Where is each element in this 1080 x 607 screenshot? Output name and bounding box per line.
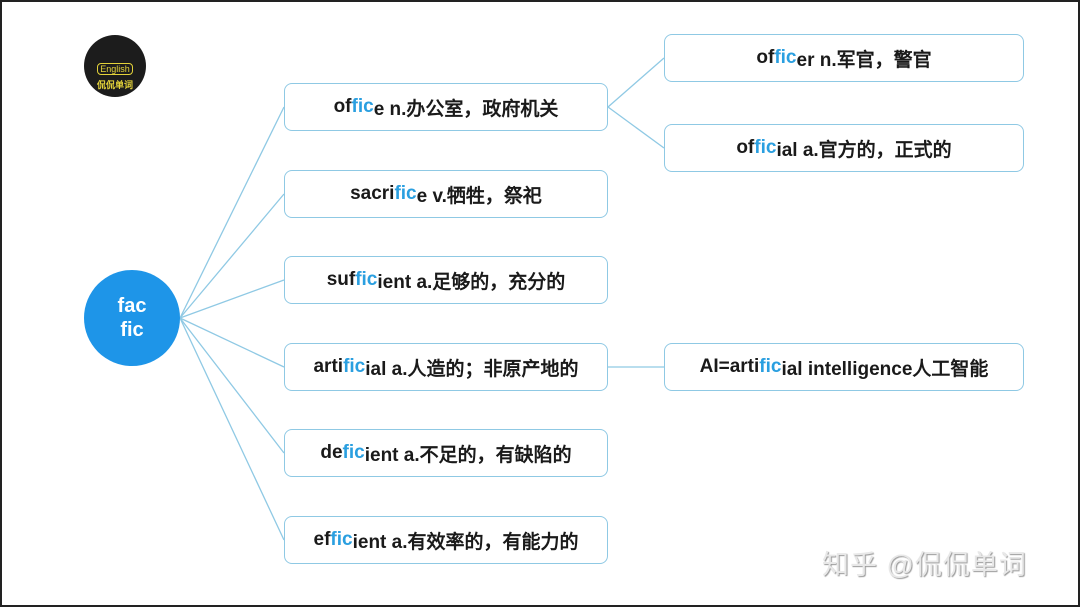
word-suffix: ient a.足够的，充分的 [377,271,566,293]
root-highlight: fic [774,47,797,68]
connector [179,317,285,454]
brand-logo: English 侃侃单词 [84,35,146,97]
word-prefix: ef [313,529,331,550]
logo-name: 侃侃单词 [96,80,133,90]
word-suffix: e n.办公室，政府机关 [373,98,559,120]
word-prefix: suf [326,269,356,290]
word-prefix: sacri [350,183,395,204]
root-line-2: fic [120,319,144,341]
root-highlight: fic [343,356,366,377]
root-highlight: fic [394,183,417,204]
word-suffix: er n.军官，警官 [796,49,932,71]
root-highlight: fic [342,442,365,463]
word-suffix: ial a.人造的；非原产地的 [365,358,579,380]
word-suffix: ial intelligence人工智能 [781,358,989,380]
connector [179,317,285,368]
watermark: 知乎 @侃侃单词 [822,550,1027,580]
root-line-1: fac [117,295,147,317]
connector [607,57,665,108]
word-suffix: ial a.官方的，正式的 [776,139,952,161]
word-suffix: ient a.有效率的，有能力的 [352,531,579,553]
word-prefix: of [736,137,755,158]
word-suffix: e v.牺牲，祭祀 [416,185,542,207]
root-highlight: fic [759,356,782,377]
connector [179,193,285,319]
word-prefix: of [333,96,352,117]
word-prefix: of [756,47,775,68]
root-highlight: fic [351,96,374,117]
root-highlight: fic [355,269,378,290]
word-prefix: arti [313,356,344,377]
word-suffix: ient a.不足的，有缺陷的 [364,444,572,466]
connector [179,279,285,319]
word-prefix: de [320,442,343,463]
connector [179,106,285,319]
connector [607,106,665,149]
root-highlight: fic [330,529,353,550]
word-prefix: AI=arti [699,356,760,377]
logo-book: English [97,63,133,75]
root-highlight: fic [754,137,777,158]
connector [179,317,285,541]
root-node[interactable]: fac fic [84,270,180,366]
